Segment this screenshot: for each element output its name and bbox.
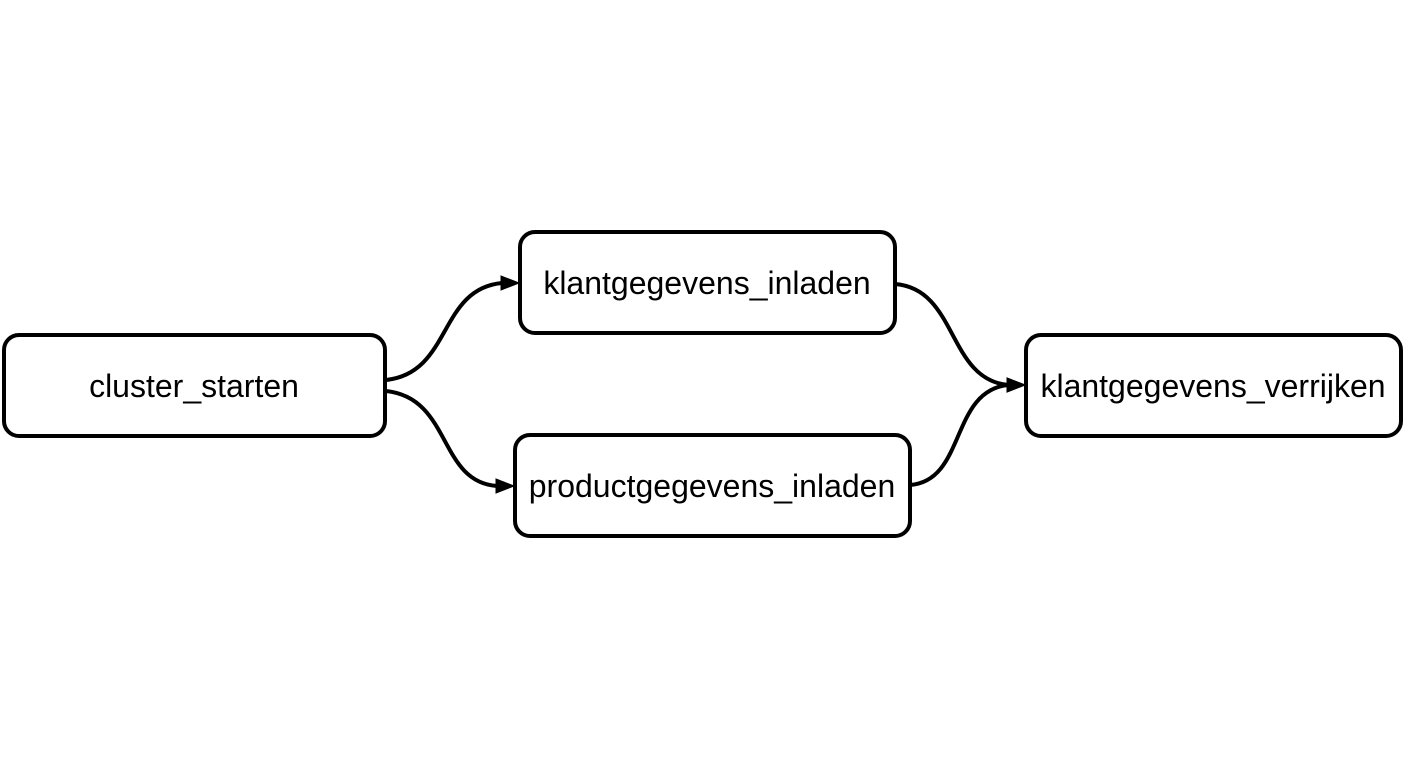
node-productgegevens-inladen[interactable]: productgegevens_inladen bbox=[513, 433, 912, 538]
node-label: klantgegevens_verrijken bbox=[1040, 368, 1385, 404]
edge-cluster-starten-to-productgegevens-inladen bbox=[385, 389, 498, 488]
arrowhead-icon bbox=[495, 478, 516, 494]
node-label: productgegevens_inladen bbox=[529, 468, 896, 504]
node-label: cluster_starten bbox=[89, 368, 299, 404]
arrowhead-icon bbox=[1006, 377, 1027, 393]
node-klantgegevens-verrijken[interactable]: klantgegevens_verrijken bbox=[1024, 333, 1403, 438]
edge-layer bbox=[385, 275, 1027, 494]
node-box bbox=[2, 333, 387, 438]
edge-productgegevens-inladen-to-klantgegevens-verrijken bbox=[909, 383, 1009, 487]
edge-cluster-starten-to-klantgegevens-inladen bbox=[385, 281, 503, 382]
arrowhead-icon bbox=[500, 275, 521, 291]
edge-klantgegevens-inladen-to-klantgegevens-verrijken bbox=[894, 282, 1009, 387]
node-box bbox=[518, 230, 897, 335]
node-klantgegevens-inladen[interactable]: klantgegevens_inladen bbox=[518, 230, 897, 335]
node-box bbox=[1024, 333, 1403, 438]
node-box bbox=[513, 433, 912, 538]
node-cluster-starten[interactable]: cluster_starten bbox=[2, 333, 387, 438]
node-label: klantgegevens_inladen bbox=[543, 265, 870, 301]
